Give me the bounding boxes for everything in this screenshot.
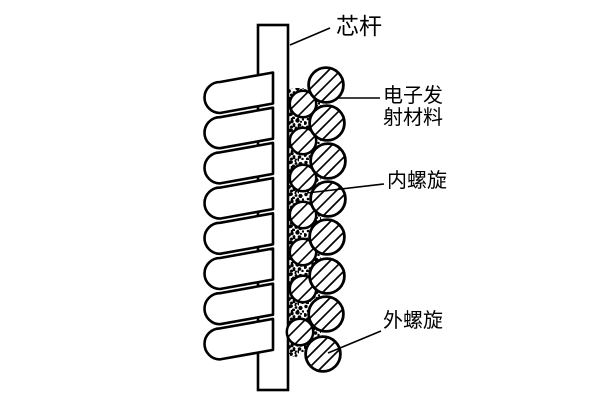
inner-helix-wire-hatch <box>297 172 316 191</box>
outer-helix-wire-hatch <box>306 337 328 359</box>
inner-helix-wire-hatch <box>297 246 316 265</box>
outer-helix-wire-hatch <box>322 271 344 293</box>
coil-turn <box>203 141 275 185</box>
outer-helix-wire-hatch <box>323 156 345 178</box>
outer-helix-wire-hatch <box>322 232 344 254</box>
label-emitter-material: 电子发 射材料 <box>383 85 443 130</box>
outer-helix-wire-hatch <box>313 301 339 327</box>
outer-helix-wire-hatch <box>313 72 339 98</box>
inner-helix-wire-hatch <box>297 209 316 228</box>
outer-helix-wire-hatch <box>310 259 332 281</box>
outer-helix-wire-hatch <box>321 309 343 331</box>
coil-turn <box>203 317 275 361</box>
emitter-material-stipple-dense <box>290 99 299 357</box>
coil-turn <box>203 106 275 150</box>
inner-helix-wire-hatch <box>294 326 313 345</box>
label-core-rod: 芯杆 <box>336 13 382 40</box>
inner-helix-wire <box>288 89 318 119</box>
leader-line-core-rod <box>289 27 331 46</box>
inner-helix-wire <box>285 317 315 347</box>
outer-helix-wire-hatch <box>322 118 344 140</box>
inner-helix-wire-hatch <box>290 165 309 184</box>
coil-turn <box>203 71 275 115</box>
label-emitter-material-line1: 电子发 <box>383 85 443 107</box>
inner-helix-wire <box>288 126 318 156</box>
outer-helix-wire-hatch <box>315 186 341 212</box>
coil-front-group <box>203 71 275 361</box>
label-inner-helix: 内螺旋 <box>387 170 447 192</box>
inner-helix-group <box>285 89 318 347</box>
coil-turn <box>203 212 275 256</box>
inner-helix-wire-hatch <box>290 276 309 295</box>
outer-helix-wire-hatch <box>309 68 331 90</box>
label-outer-helix: 外螺旋 <box>383 310 443 332</box>
label-emitter-material-line2: 射材料 <box>383 107 443 130</box>
label-outer-helix-text: 外螺旋 <box>383 310 443 332</box>
label-core-rod-text: 芯杆 <box>336 13 382 39</box>
coil-turn <box>203 282 275 326</box>
outer-helix-wire-hatch <box>311 182 333 204</box>
outer-helix-wire-hatch <box>315 148 341 174</box>
outer-helix-wire-hatch <box>310 220 332 242</box>
inner-helix-wire-hatch <box>287 319 306 338</box>
inner-helix-wire-hatch <box>297 98 316 117</box>
outer-helix-wire-hatch <box>318 349 340 371</box>
outer-helix-group <box>304 66 347 373</box>
coil-turn <box>203 247 275 291</box>
inner-helix-wire-hatch <box>297 135 316 154</box>
outer-helix-wire-hatch <box>310 106 332 128</box>
outer-helix-wire-hatch <box>311 144 333 166</box>
outer-helix-wire-hatch <box>309 297 331 319</box>
inner-helix-wire-hatch <box>290 202 309 221</box>
inner-helix-wire-hatch <box>290 239 309 258</box>
outer-helix-wire-hatch <box>310 341 336 367</box>
outer-helix-wire-hatch <box>314 263 340 289</box>
coil-turn <box>203 176 275 220</box>
outer-helix-wire-hatch <box>314 224 340 250</box>
leader-line-inner-helix <box>306 183 385 194</box>
outer-helix-wire-hatch <box>314 110 340 136</box>
leader-line-outer-helix <box>327 330 382 354</box>
inner-helix-wire <box>288 200 318 230</box>
inner-helix-wire-hatch <box>290 91 309 110</box>
inner-helix-wire <box>288 163 318 193</box>
outer-helix-wire-hatch <box>323 194 345 216</box>
outer-helix-wire-hatch <box>321 80 343 102</box>
label-inner-helix-text: 内螺旋 <box>387 170 447 192</box>
inner-helix-wire-hatch <box>290 128 309 147</box>
